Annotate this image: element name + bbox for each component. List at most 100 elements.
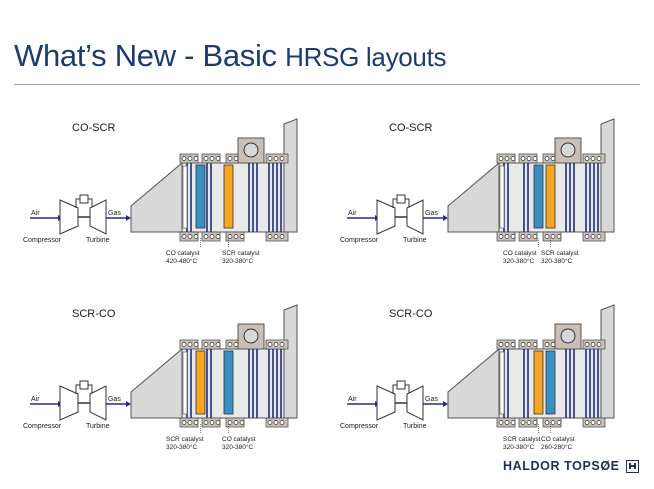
tube-end <box>233 156 239 161</box>
air-label: Air <box>31 210 40 217</box>
compressor-icon <box>376 199 396 235</box>
tube-end <box>181 342 187 347</box>
compressor-label: Compressor <box>23 237 62 244</box>
tube-end <box>181 234 187 239</box>
inlet-duct <box>447 161 500 233</box>
catalyst-label-1-name: SCR catalyst <box>503 436 541 443</box>
gas-arrow-icon <box>443 401 448 407</box>
compressor-label: Compressor <box>340 237 379 244</box>
turbine-icon <box>406 199 424 235</box>
tube-end <box>504 234 510 239</box>
catalyst-label-1-name: CO catalyst <box>166 250 200 257</box>
compressor-icon <box>59 199 79 235</box>
tube-panel <box>499 165 505 229</box>
tube-end <box>520 342 526 347</box>
catalyst-label-2-temp: 320-380°C <box>222 257 253 265</box>
tube-end <box>187 342 193 347</box>
tube-end <box>227 156 233 161</box>
tube-end <box>239 234 245 239</box>
air-label: Air <box>348 210 357 217</box>
tube-end <box>181 420 187 425</box>
tube-end <box>273 156 279 161</box>
tube-end <box>203 234 209 239</box>
tube-panel <box>182 351 188 415</box>
tube-end <box>267 420 273 425</box>
tube-end <box>590 234 596 239</box>
tube-end <box>520 420 526 425</box>
co-catalyst-block <box>223 350 234 415</box>
stack <box>600 118 615 233</box>
tube-end <box>590 420 596 425</box>
tube-end <box>504 156 510 161</box>
tube-end <box>193 234 199 239</box>
drum-icon <box>560 328 576 344</box>
catalyst-label-1-name: CO catalyst <box>503 250 537 257</box>
air-label: Air <box>348 396 357 403</box>
tube-end <box>279 234 285 239</box>
tube-end <box>279 156 285 161</box>
tube-end <box>550 342 556 347</box>
catalyst-label-2-name: SCR catalyst <box>222 250 260 257</box>
diagram-label: SCR-CO <box>72 308 116 320</box>
gas-arrow-icon <box>126 215 131 221</box>
tube-end <box>504 342 510 347</box>
catalyst-label-1-name: SCR catalyst <box>166 436 204 443</box>
scr-catalyst-block <box>195 350 206 415</box>
tube-end <box>193 420 199 425</box>
tube-end <box>596 234 602 239</box>
combustor-line-in <box>392 384 397 394</box>
turbine-label: Turbine <box>403 423 427 430</box>
tube-end <box>510 420 516 425</box>
combustor-icon <box>396 194 406 204</box>
scr-catalyst-block <box>223 164 234 229</box>
turbine-icon <box>89 199 107 235</box>
tube-end <box>273 420 279 425</box>
compressor-icon <box>376 385 396 421</box>
tube-end <box>544 420 550 425</box>
turbine-icon <box>89 385 107 421</box>
tube-panel <box>499 351 505 415</box>
tube-end <box>596 156 602 161</box>
tube-end <box>550 234 556 239</box>
combustor-line-out <box>405 384 410 394</box>
catalyst-label-2-name: SCR catalyst <box>541 250 579 257</box>
title-underline <box>14 84 640 85</box>
tube-end <box>532 420 538 425</box>
tube-end <box>215 342 221 347</box>
diagram-label: CO-SCR <box>72 122 115 134</box>
tube-end <box>203 342 209 347</box>
catalyst-label-2-temp: 320-380°C <box>541 257 572 265</box>
catalyst-label-2-temp: 260-280°C <box>541 443 572 451</box>
tube-end <box>584 156 590 161</box>
gas-label: Gas <box>108 396 121 403</box>
tube-end <box>203 156 209 161</box>
catalyst-label-1-temp: 320-380°C <box>166 443 197 451</box>
catalyst-label-1-temp: 320-380°C <box>503 443 534 451</box>
tube-end <box>181 156 187 161</box>
catalyst-label-1-temp: 320-380°C <box>503 257 534 265</box>
company-logo: HALDOR TOPSØE <box>503 456 639 476</box>
diagram-label: CO-SCR <box>389 122 432 134</box>
tube-end <box>510 234 516 239</box>
tube-end <box>504 420 510 425</box>
stack <box>283 304 298 419</box>
tube-end <box>544 156 550 161</box>
tube-end <box>187 234 193 239</box>
slide-title-main: What’s New - Basic <box>14 38 277 73</box>
tube-end <box>520 234 526 239</box>
co-catalyst-block <box>195 164 206 229</box>
tube-panel <box>182 165 188 229</box>
tube-end <box>267 156 273 161</box>
tube-end <box>526 156 532 161</box>
combustor-icon <box>79 194 89 204</box>
slide-title: What’s New - Basic HRSG layouts <box>14 38 447 74</box>
combustor-line-out <box>405 198 410 208</box>
tube-end <box>584 420 590 425</box>
inlet-duct <box>130 347 183 419</box>
stack <box>283 118 298 233</box>
tube-end <box>187 156 193 161</box>
combustor-line-in <box>75 384 80 394</box>
